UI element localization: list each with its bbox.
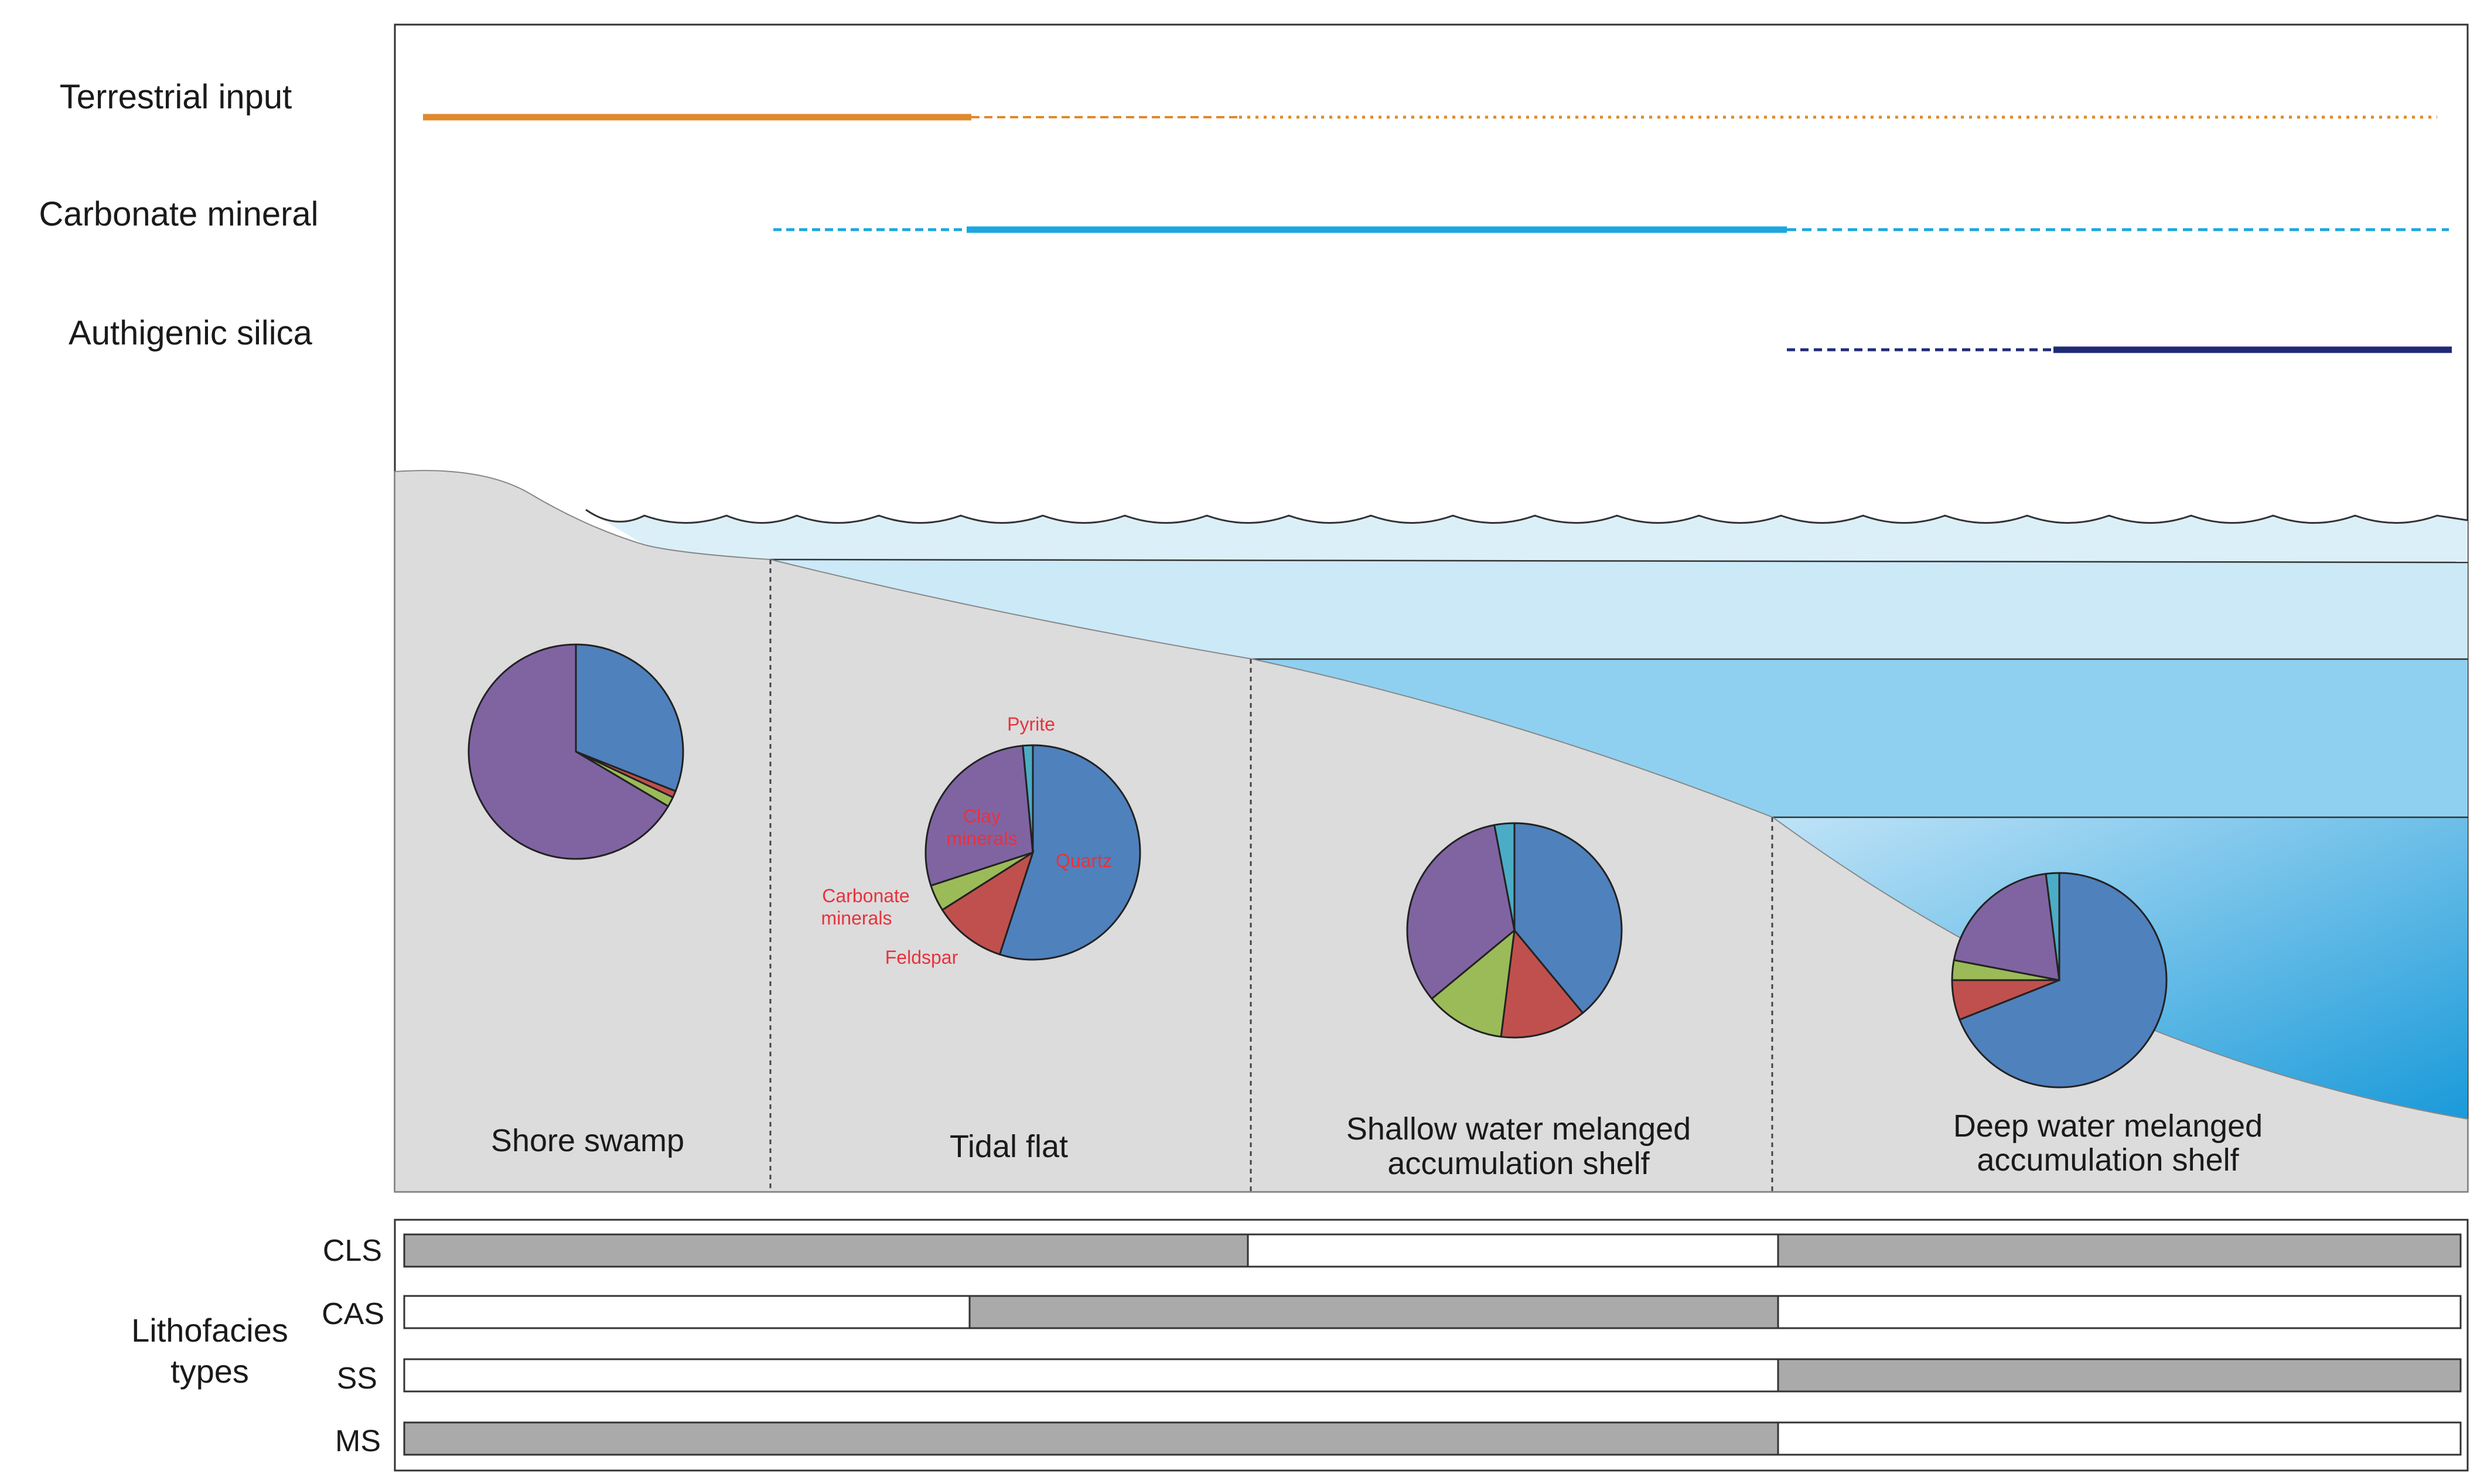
pie-chart-tidal-flat [924, 744, 1141, 961]
lithofacies-bar-ms [403, 1421, 2462, 1456]
lithofacies-bar-segment-cls [404, 1234, 970, 1267]
lithofacies-bar-segment-cls [1778, 1234, 2461, 1267]
water-layer-boundary [770, 558, 2468, 564]
pie-label-clay-line1: Clay [963, 806, 1001, 827]
lithofacies-bar-cls [403, 1233, 2462, 1268]
lithofacies-bar-segment-cas [1778, 1296, 2461, 1328]
lithofacies-title-line2: types [170, 1353, 249, 1390]
zone-label-deep-line2: accumulation shelf [1977, 1142, 2239, 1178]
lithofacies-bar-segment-cls [1248, 1234, 1778, 1267]
pie-slice-clay [924, 745, 1034, 887]
lithofacies-bar-segment-ms [1248, 1422, 1778, 1455]
zone-label-deep-line1: Deep water melanged [1953, 1108, 2263, 1144]
lithofacies-bar-segment-ms [404, 1422, 970, 1455]
pie-slice-clay [1406, 824, 1516, 1000]
pie-label-feldspar: Feldspar [885, 947, 958, 968]
pie-chart-deep-shelf [1951, 872, 2168, 1089]
lithofacies-bar-segment-ss [1778, 1359, 2461, 1391]
pie-chart-shallow-shelf [1406, 822, 1623, 1039]
pie-chart-shore-swamp [468, 643, 684, 860]
pie-slice-pyrite [1493, 822, 1516, 931]
pie-slice-pyrite [2045, 872, 2060, 981]
lithofacies-bar-segment-ss [404, 1359, 970, 1391]
lithofacies-bar-segment-cas [970, 1296, 1248, 1328]
lithofacies-row-label-cls: CLS [323, 1234, 382, 1268]
pie-slice-feldspar [941, 850, 1035, 956]
pie-label-quartz: Quartz [1056, 850, 1112, 871]
lithofacies-bar-cas [403, 1295, 2462, 1329]
trend-label-authigenic-silica: Authigenic silica [69, 314, 313, 352]
pie-slice-quartz [1958, 872, 2168, 1089]
lithofacies-row-label-ms: MS [335, 1424, 381, 1458]
zone-label-tidal-flat: Tidal flat [950, 1129, 1068, 1164]
trend-label-terrestrial: Terrestrial input [60, 78, 292, 116]
water-surface-wave [585, 509, 2468, 524]
pie-label-carbonate-line2: minerals [821, 908, 892, 929]
lithofacies-row-label-cas: CAS [322, 1297, 384, 1331]
pie-label-pyrite: Pyrite [1007, 714, 1055, 735]
zone-label-shore-swamp: Shore swamp [491, 1123, 684, 1158]
lithofacies-bar-segment-cls [970, 1234, 1248, 1267]
pie-label-clay-line2: minerals [947, 828, 1018, 849]
pie-slice-quartz [998, 744, 1141, 961]
pie-slice-clay [1953, 872, 2060, 981]
zone-label-shallow-line1: Shallow water melanged [1346, 1111, 1691, 1147]
pie-slice-pyrite [1022, 744, 1034, 853]
trend-label-carbonate: Carbonate mineral [39, 195, 318, 233]
lithofacies-bars [403, 1233, 2462, 1456]
pie-label-carbonate-line1: Carbonate [822, 885, 909, 906]
pie-slice-quartz [575, 643, 684, 793]
lithofacies-bar-segment-cas [404, 1296, 970, 1328]
lithofacies-row-label-ss: SS [337, 1362, 377, 1396]
lithofacies-bar-segment-ss [1248, 1359, 1778, 1391]
zone-label-shallow-line2: accumulation shelf [1387, 1146, 1650, 1181]
pie-slice-feldspar [1500, 928, 1584, 1039]
water-mid-layer [1253, 659, 2468, 817]
pie-slice-clay [468, 643, 670, 860]
lithofacies-bar-ss [403, 1358, 2462, 1393]
lithofacies-bar-segment-ms [970, 1422, 1248, 1455]
lithofacies-bar-segment-ss [970, 1359, 1248, 1391]
water-upper-layer [770, 560, 2468, 659]
lithofacies-bar-segment-ms [1778, 1422, 2461, 1455]
pie-slice-quartz [1513, 822, 1623, 1015]
pie-slice-carbonate [1430, 928, 1516, 1038]
lithofacies-title-line1: Lithofacies [131, 1312, 288, 1349]
lithofacies-bar-segment-cas [1248, 1296, 1778, 1328]
